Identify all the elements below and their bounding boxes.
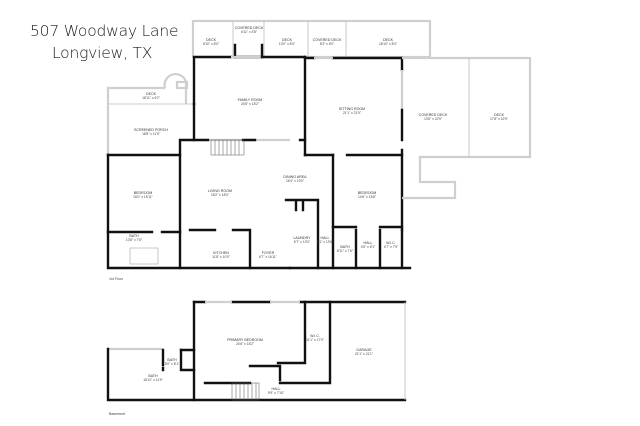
svg-text:BATH: BATH <box>148 374 158 378</box>
svg-text:GARAGE: GARAGE <box>356 348 372 352</box>
svg-text:8'10" x 8'0": 8'10" x 8'0" <box>203 42 220 46</box>
svg-text:6'7" x 13'0": 6'7" x 13'0" <box>294 240 311 244</box>
svg-text:SCREENED PORCH: SCREENED PORCH <box>134 128 168 132</box>
svg-text:14'6" x 15'8": 14'6" x 15'8" <box>358 195 377 199</box>
first-floor-plan <box>106 19 532 270</box>
svg-text:DECK: DECK <box>206 38 217 42</box>
svg-text:HALL: HALL <box>364 241 373 245</box>
svg-text:BATH: BATH <box>129 234 139 238</box>
floor-label-basement: Basement <box>109 412 125 416</box>
svg-text:18'11" x 11'9": 18'11" x 11'9" <box>143 378 163 382</box>
svg-text:BATH: BATH <box>340 245 350 249</box>
address-line-2: Longview, TX <box>52 44 153 62</box>
svg-text:COVERED DECK: COVERED DECK <box>235 26 264 30</box>
svg-text:11'8" x 10'0": 11'8" x 10'0" <box>212 255 231 259</box>
svg-text:FAMILY ROOM: FAMILY ROOM <box>238 98 263 102</box>
svg-text:9'9" x 7'10": 9'9" x 7'10" <box>268 391 285 395</box>
address-line-1: 507 Woodway Lane <box>30 22 179 40</box>
svg-text:6'7" x 16'11": 6'7" x 16'11" <box>259 255 278 259</box>
svg-text:W.I.C.: W.I.C. <box>386 241 396 245</box>
svg-text:11'1" x 17'0": 11'1" x 17'0" <box>306 338 325 342</box>
svg-text:KITCHEN: KITCHEN <box>213 251 229 255</box>
svg-text:18'10" x 8'4": 18'10" x 8'4" <box>379 42 398 46</box>
svg-text:17'8" x 22'9": 17'8" x 22'9" <box>490 117 509 121</box>
svg-text:LAUNDRY: LAUNDRY <box>293 236 311 240</box>
svg-text:13'5" x 22'9": 13'5" x 22'9" <box>424 117 443 121</box>
svg-text:24'8" x 18'2": 24'8" x 18'2" <box>241 102 260 106</box>
svg-text:16'4" x 19'0": 16'4" x 19'0" <box>286 179 305 183</box>
svg-text:18'11" x 6'2": 18'11" x 6'2" <box>142 96 161 100</box>
svg-text:6'11" x 3'8": 6'11" x 3'8" <box>241 30 258 34</box>
svg-text:21'1" x 21'1": 21'1" x 21'1" <box>355 352 374 356</box>
svg-text:BEDROOM: BEDROOM <box>358 191 377 195</box>
svg-text:4'7" x 7'9": 4'7" x 7'9" <box>384 245 399 249</box>
svg-text:LIVING ROOM: LIVING ROOM <box>208 189 232 193</box>
svg-text:COVERED DECK: COVERED DECK <box>419 113 448 117</box>
first-floor-labels: DECK 8'10" x 8'0" COVERED DECK 6'11" x 3… <box>109 26 509 281</box>
basement-plan <box>106 300 407 402</box>
svg-text:24'6" x 18'2": 24'6" x 18'2" <box>236 342 255 346</box>
svg-text:BATH: BATH <box>167 358 177 362</box>
svg-text:PRIMARY BEDROOM: PRIMARY BEDROOM <box>227 338 263 342</box>
svg-text:21'1" x 21'9": 21'1" x 21'9" <box>343 111 362 115</box>
svg-text:HALL: HALL <box>272 387 281 391</box>
svg-text:SITTING ROOM: SITTING ROOM <box>339 107 365 111</box>
svg-text:DECK: DECK <box>282 38 293 42</box>
svg-text:5'0" x 8'1": 5'0" x 8'1" <box>165 362 180 366</box>
floor-label-main: 1st Floor <box>109 277 124 281</box>
svg-text:4'5" x 8'1": 4'5" x 8'1" <box>361 245 376 249</box>
svg-text:HALL: HALL <box>321 236 330 240</box>
svg-text:W.I.C.: W.I.C. <box>310 334 320 338</box>
svg-text:8'11" x 7'6": 8'11" x 7'6" <box>337 249 354 253</box>
svg-text:18'2" x 18'0": 18'2" x 18'0" <box>211 193 230 197</box>
svg-text:DECK: DECK <box>146 92 157 96</box>
svg-text:DINING AREA: DINING AREA <box>283 175 307 179</box>
basement-labels: PRIMARY BEDROOM 24'6" x 18'2" W.I.C. 11'… <box>109 334 374 416</box>
svg-text:3'1" x 13'6": 3'1" x 13'6" <box>317 240 334 244</box>
svg-text:DECK: DECK <box>494 113 505 117</box>
svg-text:10'0" x 8'0": 10'0" x 8'0" <box>279 42 296 46</box>
svg-text:18'8" x 11'9": 18'8" x 11'9" <box>142 132 161 136</box>
svg-text:BEDROOM: BEDROOM <box>134 191 153 195</box>
svg-text:10'8" x 7'6": 10'8" x 7'6" <box>126 238 143 242</box>
svg-text:8'3" x 8'0": 8'3" x 8'0" <box>320 42 335 46</box>
svg-text:COVERED DECK: COVERED DECK <box>313 38 342 42</box>
svg-text:15'0" x 15'11": 15'0" x 15'11" <box>133 195 153 199</box>
svg-text:FOYER: FOYER <box>262 251 275 255</box>
svg-text:DECK: DECK <box>383 38 394 42</box>
